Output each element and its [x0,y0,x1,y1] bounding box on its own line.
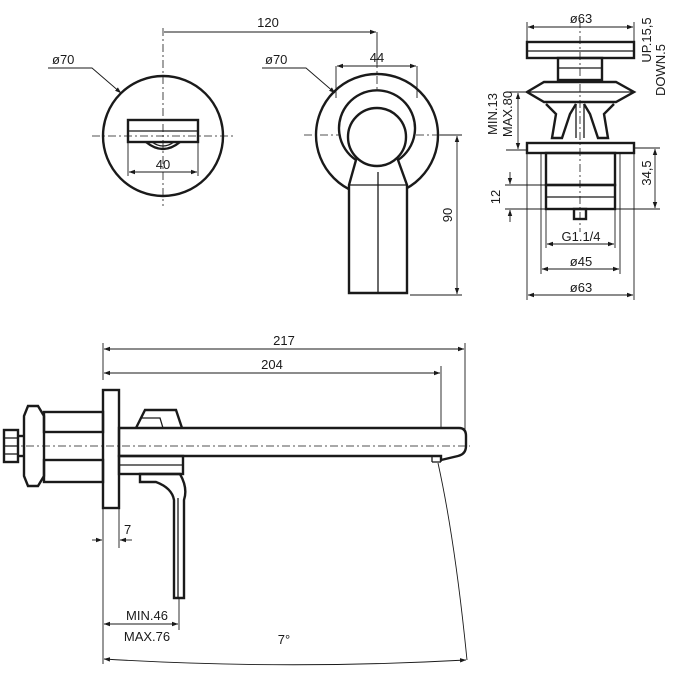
front-aerator [145,141,181,151]
drain-cap [525,40,636,60]
drain-thread-label: G1.1/4 [561,229,600,244]
plan-view: 217 204 7 [2,333,470,666]
drain-h2-label: 12 [488,190,503,204]
plan-wall-plate [101,388,121,510]
front-width-label: 40 [156,157,170,172]
plan-offset-label: 7 [124,522,131,537]
plan-handle-top [134,408,184,429]
front-dia-label: ø70 [52,52,74,67]
drain-down-label: DOWN.5 [653,44,668,96]
plan-body-lower [42,458,105,484]
plan-spout [117,426,468,462]
plan-lever [138,472,187,600]
plan-total-label: 217 [273,333,295,348]
drain-clip [545,103,578,140]
side-lever-hub [346,106,408,168]
drain-body [544,151,617,187]
drain-d45-label: ø45 [570,254,592,269]
drain-pin [572,207,588,221]
side-dia-label: ø70 [265,52,287,67]
plan-angle-label: 7° [278,632,290,647]
drain-body-flange [525,141,636,155]
side-dia-leader [262,67,336,94]
plan-jet-line [437,462,468,661]
side-view: 120 44 ø70 90 [164,15,462,296]
side-span-label: 120 [257,15,279,30]
plan-spout-label: 204 [261,357,283,372]
drain-h1-label: 34,5 [639,160,654,185]
drain-max-label: MAX.80 [500,91,515,137]
drain-up-label: UP.15,5 [639,17,654,62]
drain-stem [556,56,604,82]
plan-min-label: MIN.46 [126,608,168,623]
plan-body-upper [42,410,105,434]
front-dia-leader [48,67,122,94]
side-width-label: 44 [370,50,384,65]
drain-min-label: MIN.13 [485,93,500,135]
plan-angle-arc [103,657,467,666]
side-lever-handle [337,89,417,295]
drain-top-label: ø63 [570,11,592,26]
side-height-label: 90 [440,208,455,222]
front-view: 40 ø70 [48,28,236,206]
drain-bottom-label: ø63 [570,280,592,295]
plan-max-label: MAX.76 [124,629,170,644]
drain-view: ø63 UP.15,5 DOWN.5 MIN.13 MAX.80 [485,11,668,300]
